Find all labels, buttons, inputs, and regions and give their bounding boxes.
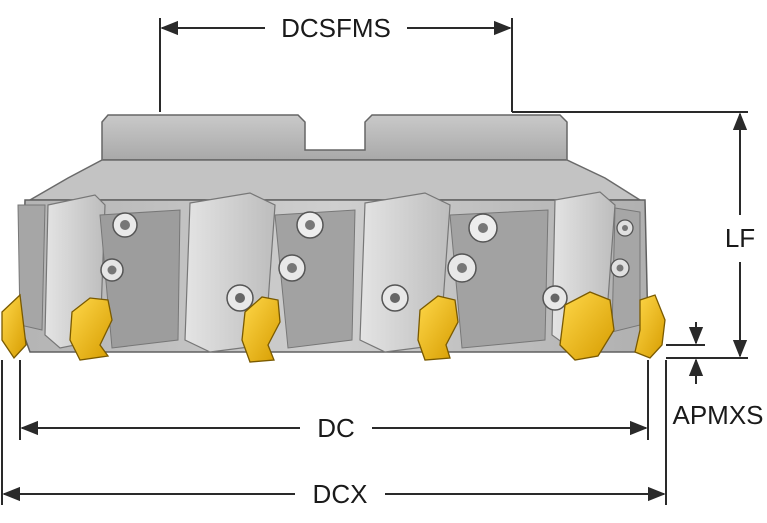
cutting-inserts	[1, 291, 666, 363]
cutter-body	[1, 114, 666, 363]
screw-2	[100, 258, 124, 282]
screw-7	[447, 253, 477, 283]
apmxs-label: APMXS	[672, 400, 763, 430]
dimension-lines	[1, 18, 748, 505]
insert-6	[634, 294, 666, 359]
body-shoulder	[27, 159, 643, 201]
screw-10	[610, 258, 630, 278]
insert-1	[1, 293, 27, 360]
insert-4	[417, 295, 459, 361]
dc-label: DC	[317, 413, 355, 443]
lf-label: LF	[725, 223, 755, 253]
dcx-label: DCX	[313, 479, 368, 509]
screw-1	[112, 212, 138, 238]
hub-top	[101, 114, 568, 161]
clamp-screws	[100, 211, 634, 312]
screw-11	[616, 219, 634, 237]
dcsfms-label: DCSFMS	[281, 13, 391, 43]
screw-8	[381, 284, 409, 312]
insert-2	[69, 297, 113, 361]
screw-9	[542, 285, 568, 311]
insert-5	[559, 291, 615, 361]
screw-6	[468, 213, 498, 243]
screw-5	[226, 284, 254, 312]
screw-4	[278, 254, 306, 282]
screw-3	[296, 211, 324, 239]
insert-3	[241, 296, 281, 363]
